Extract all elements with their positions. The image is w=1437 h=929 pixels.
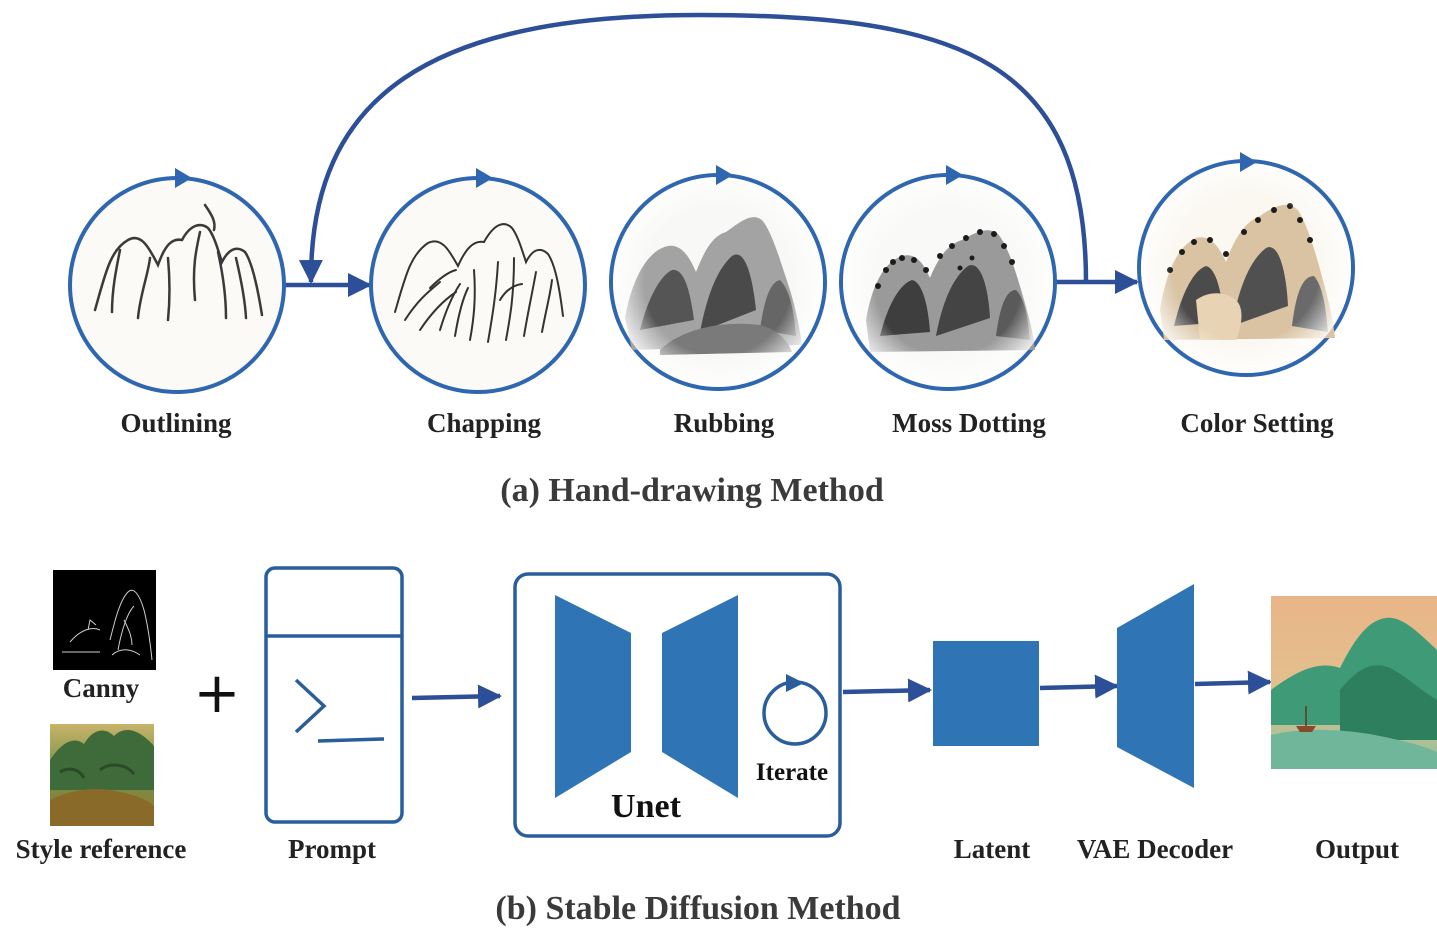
style-reference-image: [50, 724, 154, 826]
iterate-arrow-icon: [786, 674, 804, 692]
arrow-unet-to-latent: [842, 678, 932, 703]
step-label-outlining: Outlining: [120, 408, 232, 438]
unet-block: [513, 572, 842, 838]
arrow-vae-to-output: [1194, 670, 1272, 695]
vae-decoder-shape: [1117, 584, 1194, 788]
arrow-prompt-to-unet: [411, 684, 502, 709]
loop-arrow: [298, 12, 1089, 284]
step-label-moss-dotting: Moss Dotting: [892, 408, 1046, 438]
step-chapping-circle: [369, 168, 587, 394]
step-label-rubbing: Rubbing: [673, 408, 775, 438]
rotate-arrow-icon: [716, 165, 733, 185]
prompt-label: Prompt: [288, 834, 376, 864]
terminal-cursor-icon: [317, 737, 385, 743]
step-outlining-circle: [68, 168, 286, 394]
output-image: [1271, 596, 1437, 769]
vae-decoder-label: VAE Decoder: [1076, 834, 1234, 864]
rotate-arrow-icon: [1240, 152, 1257, 172]
plus-symbol: +: [194, 661, 241, 726]
unet-decoder-shape: [662, 595, 738, 798]
caption-stable-diffusion: (b) Stable Diffusion Method: [495, 890, 901, 927]
step-rubbing-circle: [609, 165, 827, 391]
iterate-label: Iterate: [755, 759, 829, 786]
latent-label: Latent: [953, 834, 1031, 864]
rotate-arrow-icon: [476, 168, 493, 188]
terminal-chevron-icon: [294, 678, 327, 734]
canny-label: Canny: [62, 673, 140, 703]
canny-image: [53, 570, 156, 670]
unet-encoder-shape: [555, 595, 631, 798]
step-label-chapping: Chapping: [426, 408, 542, 438]
step-label-color-setting: Color Setting: [1180, 408, 1334, 438]
prompt-box: [264, 566, 404, 824]
arrow-latent-to-vae: [1039, 674, 1119, 699]
style-reference-label: Style reference: [15, 834, 187, 864]
step-moss-dotting-circle: [839, 165, 1057, 391]
output-label: Output: [1314, 834, 1400, 864]
rotate-arrow-icon: [175, 168, 192, 188]
caption-hand-drawing: (a) Hand-drawing Method: [500, 472, 884, 509]
unet-label: Unet: [611, 788, 681, 825]
latent-block: [933, 641, 1039, 746]
rotate-arrow-icon: [946, 165, 963, 185]
step-color-setting-circle: [1137, 152, 1355, 377]
